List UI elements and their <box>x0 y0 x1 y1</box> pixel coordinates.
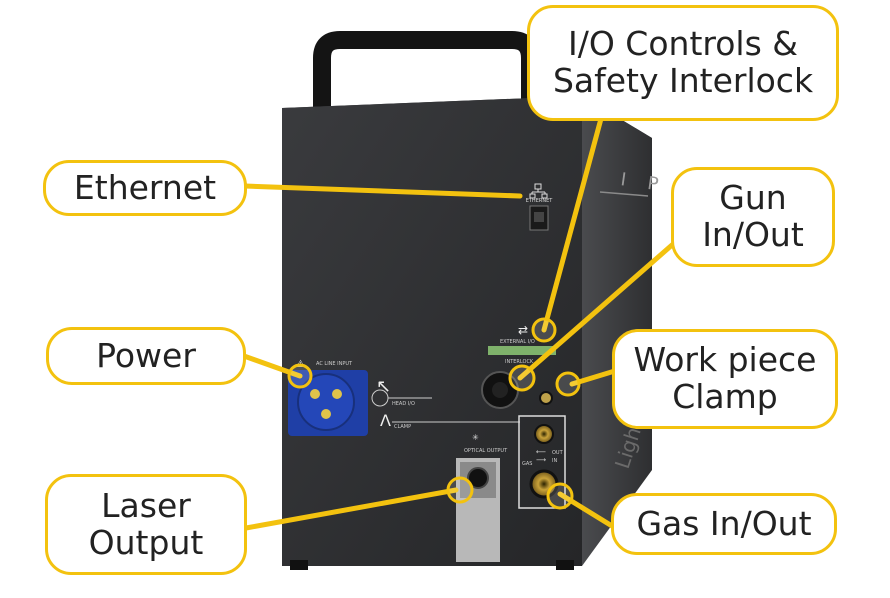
callout-gas-in-out: Gas In/Out <box>611 493 837 555</box>
gas-in-label: IN <box>552 458 557 464</box>
callout-power: Power <box>46 327 246 385</box>
callout-ethernet: Ethernet <box>43 160 247 216</box>
gas-out-label: OUT <box>552 450 564 456</box>
foot-left <box>290 560 308 570</box>
leader-laser <box>243 487 459 531</box>
swap-arrows-icon: ⇄ <box>518 323 528 337</box>
leader-ethernet <box>242 183 523 199</box>
gas-label: GAS <box>522 461 532 467</box>
laser-warning-icon: ✳ <box>472 433 479 442</box>
gas-out-port <box>534 424 554 444</box>
interlock-label: INTERLOCK <box>505 359 534 365</box>
leader-lines <box>241 112 683 531</box>
callout-io-controls: I/O Controls & Safety Interlock <box>527 5 839 121</box>
head-io-label: HEAD I/O <box>392 401 415 407</box>
power-plug-face <box>297 373 355 431</box>
leader-gun <box>517 235 683 381</box>
ground-icon <box>371 389 389 407</box>
callout-workpiece-clamp: Work piece Clamp <box>612 329 838 429</box>
leader-gas <box>557 491 615 529</box>
callout-gun-in-out: Gun In/Out <box>671 167 835 267</box>
gun-icon: ↖ <box>376 376 391 397</box>
leader-markers <box>287 317 581 510</box>
optical-label: OPTICAL OUTPUT <box>464 448 508 454</box>
external-io-label: EXTERNAL I/O <box>500 339 535 345</box>
clamp-icon: Λ <box>380 411 391 430</box>
gas-out-arrow: ⟵ <box>536 448 546 456</box>
side-face <box>582 96 652 566</box>
callout-laser-output: Laser Output <box>45 474 247 575</box>
optical-output-port <box>467 467 489 489</box>
clamp-terminal <box>539 391 553 405</box>
foot-right <box>556 560 574 570</box>
front-face <box>282 96 582 566</box>
gas-in-arrow: ⟶ <box>536 456 546 464</box>
terminal-block <box>488 346 556 355</box>
leader-io <box>541 112 605 333</box>
side-brand-divider <box>599 191 649 197</box>
network-icon <box>529 183 548 199</box>
ac-input-label: AC LINE INPUT <box>316 361 353 367</box>
ethernet-port-label: ETHERNET <box>526 198 554 204</box>
clamp-label: CLAMP <box>394 424 411 430</box>
gas-panel <box>518 415 566 509</box>
